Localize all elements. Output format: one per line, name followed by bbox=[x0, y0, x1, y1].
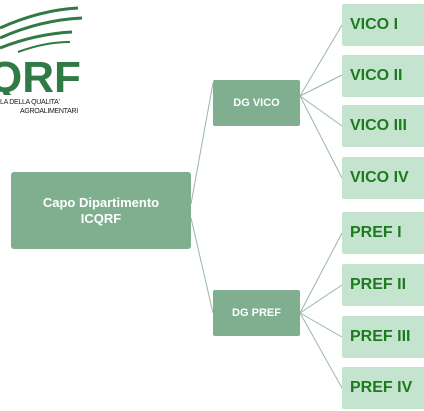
node-pref-ii-label: PREF II bbox=[350, 276, 407, 293]
node-pref-iii-label: PREF III bbox=[350, 328, 411, 345]
root-label-line2: ICQRF bbox=[80, 210, 122, 226]
node-dg-vico-label: DG VICO bbox=[233, 97, 280, 109]
connector-root-dg-pref bbox=[190, 217, 214, 314]
connector-vico-iv bbox=[299, 95, 343, 179]
logo-caption-line2: AGROALIMENTARI bbox=[20, 108, 78, 115]
node-dg-pref: DG PREF bbox=[213, 290, 300, 336]
node-pref-iv: PREF IV bbox=[342, 367, 424, 409]
node-vico-iii-label: VICO III bbox=[350, 117, 407, 134]
node-pref-i: PREF I bbox=[342, 212, 424, 254]
root-label-line1: Capo Dipartimento bbox=[42, 194, 160, 210]
connector-vico-i bbox=[299, 24, 343, 97]
logo-letters: QRF bbox=[0, 53, 81, 95]
node-pref-iii: PREF III bbox=[342, 316, 424, 358]
node-vico-i-label: VICO I bbox=[350, 16, 399, 33]
connector-root-dg-vico bbox=[190, 82, 214, 205]
node-vico-iv: VICO IV bbox=[342, 157, 424, 199]
connector-pref-iv bbox=[299, 312, 343, 389]
connector-vico-ii bbox=[299, 74, 343, 97]
icqrf-logo: QRF LA DELLA QUALITA' AGROALIMENTARI bbox=[0, 0, 110, 130]
node-pref-i-label: PREF I bbox=[350, 224, 402, 241]
connector-pref-iii bbox=[299, 312, 343, 338]
root-node-capo-dipartimento: Capo Dipartimento ICQRF bbox=[11, 172, 191, 249]
node-vico-ii-label: VICO II bbox=[350, 67, 403, 84]
logo-caption-line1: LA DELLA QUALITA' bbox=[0, 99, 60, 106]
node-dg-pref-label: DG PREF bbox=[232, 307, 281, 319]
node-dg-vico: DG VICO bbox=[213, 80, 300, 126]
logo-graphic: QRF bbox=[0, 6, 83, 102]
node-pref-iv-label: PREF IV bbox=[350, 379, 413, 396]
node-vico-ii: VICO II bbox=[342, 55, 424, 97]
connector-pref-ii bbox=[299, 284, 343, 314]
node-vico-iv-label: VICO IV bbox=[350, 169, 409, 186]
connector-pref-i bbox=[299, 232, 343, 314]
node-vico-i: VICO I bbox=[342, 4, 424, 46]
node-vico-iii: VICO III bbox=[342, 105, 424, 147]
connector-vico-iii bbox=[299, 95, 343, 127]
node-pref-ii: PREF II bbox=[342, 264, 424, 306]
